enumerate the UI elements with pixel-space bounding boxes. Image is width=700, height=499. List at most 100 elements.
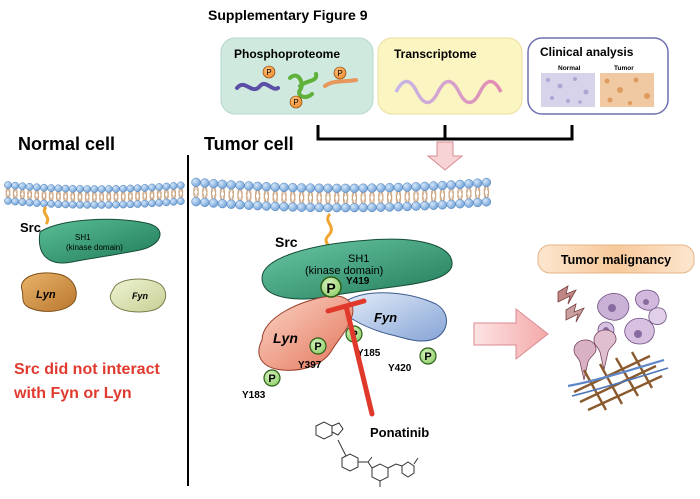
lipid-head [112,185,120,193]
phospho-badge-3: P [333,66,347,80]
lipid-head [270,201,280,212]
clinical-analysis-label: Clinical analysis [540,45,634,59]
fyn-normal [109,278,167,313]
lipid-head [314,202,324,213]
lipid-head [411,182,421,192]
lipid-head [464,198,474,208]
lipid-head [119,184,128,193]
lipid-head [402,201,412,212]
lipid-head [133,184,142,193]
lightning-icon [557,285,577,305]
lipid-head [155,183,164,191]
integration-bracket [316,125,574,141]
y419-label: Y419 [346,276,370,287]
lipid-head [323,202,333,213]
lipid-head [176,197,185,206]
phospho-y183: P [263,369,281,387]
lipid-head [217,179,228,189]
lipid-head [455,199,465,209]
y397-label: Y397 [298,360,322,371]
lipid-head [90,185,99,193]
lipid-head [155,199,164,207]
svg-text:P: P [424,351,431,363]
sh1-label-tumor: SH1 [348,253,369,265]
lipid-head [11,197,20,206]
svg-text:P: P [266,68,271,77]
lipid-head [217,199,228,209]
lipid-head [208,198,219,208]
lipid-head [323,183,333,193]
lipid-head [32,199,41,207]
lipid-head [279,202,289,212]
protein-chain-orange [323,78,358,88]
lipid-head [244,200,254,210]
lightning-icon-2 [565,303,585,323]
lipid-head [420,181,430,192]
lipid-head [288,202,298,212]
lipid-head [133,200,142,208]
svg-text:P: P [326,280,335,296]
lipid-head [11,181,20,190]
lipid-head [332,183,342,193]
lipid-head [54,200,63,209]
protein-chain-purple [235,81,280,92]
lipid-head [83,201,92,209]
lipid-head [393,182,404,193]
lipid-head [349,202,360,213]
y420-label: Y420 [388,363,412,374]
lipid-head [305,202,316,213]
lipid-head [411,201,421,211]
lipid-head [97,185,106,193]
lipid-head [40,183,48,192]
lipid-head [314,183,324,193]
phospho-y419: P [320,276,342,298]
sh1-label-normal: SH1 [75,233,91,242]
lipid-head [61,184,70,193]
drug-label: Ponatinib [370,425,429,440]
fyn-label-tumor: Fyn [374,310,397,325]
lipid-head [384,202,395,212]
lipid-head [376,202,386,212]
src-linker-normal [42,206,50,225]
lipid-head [191,197,201,207]
lipid-head [340,203,351,213]
tumor-cells-cluster [597,289,667,345]
lipid-head [76,200,84,209]
lipid-head [358,202,368,213]
lipid-head [402,182,412,192]
lipid-head [226,199,236,209]
lipid-head [208,179,219,189]
lipid-head [296,202,307,212]
lipid-head [384,183,395,193]
clinical-analysis-box: Clinical analysis Normal Tumor [527,37,669,115]
lipid-head [68,184,77,193]
src-kinase-normal [38,218,161,264]
lipid-head [32,183,41,192]
lipid-head [270,182,280,192]
tumor-cell-heading: Tumor cell [204,134,294,154]
lipid-head [340,183,351,193]
kinase-domain-label-tumor: (kinase domain) [305,265,383,277]
right-arrow [473,307,549,361]
normal-note-line1: Src did not interact [14,361,160,378]
tumor-malignancy-badge: Tumor malignancy [537,244,695,274]
lipid-head [367,183,377,193]
phospho-badge-1: P [262,65,276,79]
lipid-head [472,197,483,208]
lipid-head [47,184,56,192]
tumor-membrane [191,177,492,213]
lipid-head [481,197,492,207]
lipid-head [97,201,106,209]
lyn-normal [20,272,77,312]
lipid-head [420,201,430,211]
lipid-head [358,183,368,193]
lipid-head [119,200,128,209]
src-label-normal: Src [20,220,41,235]
lipid-head [226,180,236,190]
lipid-head [4,181,12,189]
outcome-label: Tumor malignancy [561,253,671,267]
transcriptome-label: Transcriptome [394,47,477,61]
extracellular-matrix [567,351,669,412]
